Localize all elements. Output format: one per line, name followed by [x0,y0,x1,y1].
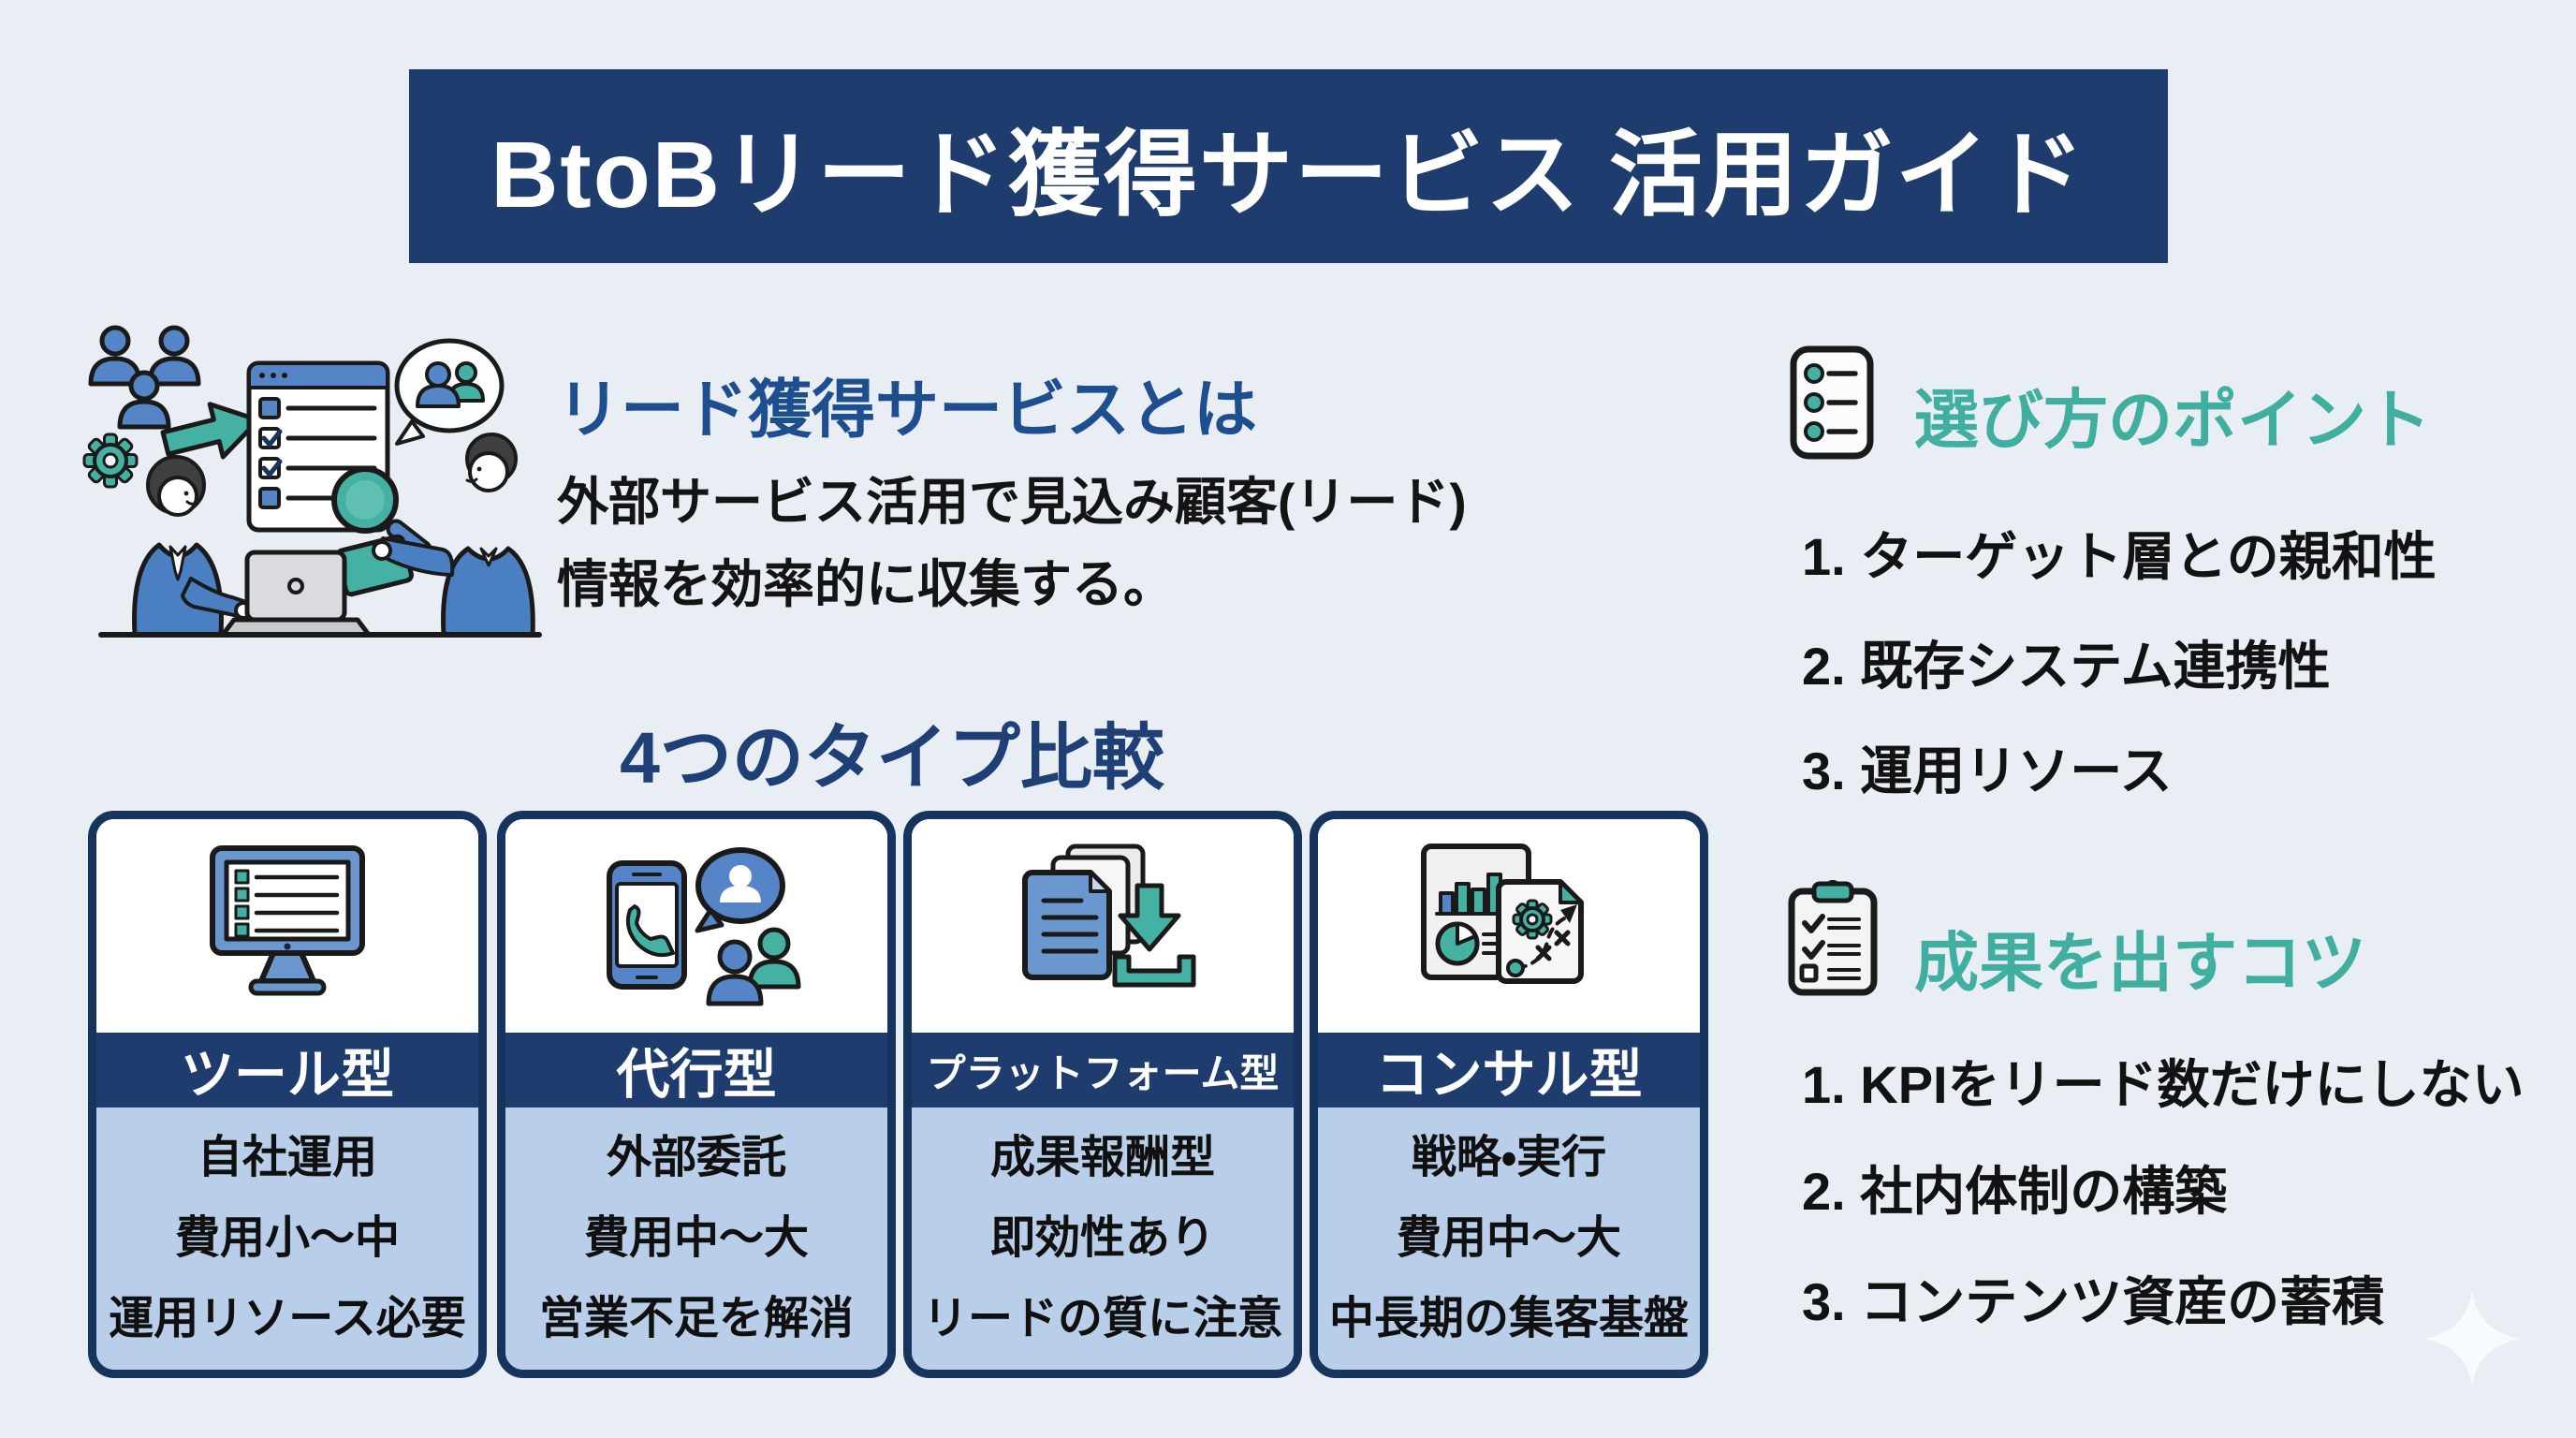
intro-body: 外部サービス活用で見込み顧客(リード) 情報を効率的に収集する。 [557,461,1467,625]
card-title: ツール型 [181,1045,394,1105]
card-feature-line: 自社運用 [197,1133,377,1182]
selection-point-item: 2. 既存システム連携性 [1802,637,2331,696]
card-title: 代行型 [616,1045,777,1105]
card-feature-line: 運用リソース必要 [109,1294,466,1343]
audience-group-icon [88,325,201,430]
card-title: コンサル型 [1375,1045,1643,1105]
selection-point-item: 1. ターゲット層との親和性 [1802,527,2437,586]
lead-generation-illustration [82,325,542,638]
page-title: BtoBリード獲得サービス 活用ガイド [490,123,2086,227]
card-feature-line: 営業不足を解消 [538,1294,854,1343]
success-tip-item: 3. コンテンツ資産の蓄積 [1802,1272,2385,1331]
type-card-consulting: コンサル型 戦略・実行 費用中〜大 中長期の集客基盤 [1310,811,1708,1378]
documents-download-icon [1022,844,1196,988]
success-tip-item: 1. KPIをリード数だけにしない [1802,1055,2525,1114]
card-feature-line: 成果報酬型 [989,1133,1215,1182]
type-card-agency: 代行型 外部委託 費用中〜大 営業不足を解消 [497,811,896,1378]
clipboard-icon [1788,880,1878,996]
phone-contact-icon [607,847,801,1006]
selection-point-item: 3. 運用リソース [1802,741,2173,800]
intro-body-line2: 情報を効率的に収集する。 [557,555,1176,613]
type-card-platform: プラットフォーム型 成果報酬型 即効性あり リードの質に注意 [903,811,1302,1378]
card-title-band: コンサル型 [1318,1033,1700,1108]
woman-figure [132,455,253,638]
card-feature-line: 中長期の集客基盤 [1328,1294,1689,1343]
speech-bubble-people-icon [394,338,505,446]
success-tip-item: 2. 社内体制の構築 [1802,1162,2228,1221]
laptop-icon [220,550,372,638]
card-icon-area [912,819,1294,1033]
card-feature-line: 戦略・実行 [1411,1133,1607,1182]
card-feature-line: 外部委託 [606,1133,786,1182]
card-body: 自社運用 費用小〜中 運用リソース必要 [96,1108,478,1370]
report-strategy-icon [1421,844,1584,984]
sparkle-icon [2423,1290,2521,1387]
card-icon-area [1318,819,1700,1033]
intro-heading: リード獲得サービスとは [557,374,1258,446]
checklist-icon [1790,345,1874,460]
card-feature-line: リードの質に注意 [922,1294,1282,1343]
card-feature-line: 即効性あり [989,1213,1215,1263]
card-feature-line: 費用中〜大 [1396,1213,1621,1263]
selection-points-heading: 選び方のポイント [1914,384,2431,456]
card-icon-area [96,819,478,1033]
man-figure [372,433,535,638]
monitor-checklist-icon [210,845,365,996]
type-card-tool: ツール型 自社運用 費用小〜中 運用リソース必要 [88,811,487,1378]
comparison-heading: 4つのタイプ比較 [620,718,1164,799]
arrow-right-icon [160,402,261,460]
card-title-band: ツール型 [96,1033,478,1108]
card-title-band: プラットフォーム型 [912,1033,1294,1108]
card-feature-line: 費用小〜中 [174,1213,400,1263]
card-body: 戦略・実行 費用中〜大 中長期の集客基盤 [1318,1108,1700,1370]
card-title-band: 代行型 [505,1033,887,1108]
card-body: 成果報酬型 即効性あり リードの質に注意 [912,1108,1294,1370]
card-body: 外部委託 費用中〜大 営業不足を解消 [505,1108,887,1370]
card-icon-area [505,819,887,1033]
gear-icon [82,433,139,489]
intro-body-line1: 外部サービス活用で見込み顧客(リード) [557,473,1467,531]
card-feature-line: 費用中〜大 [583,1213,809,1263]
success-tips-heading: 成果を出すコツ [1914,927,2366,999]
card-title: プラットフォーム型 [926,1050,1280,1095]
title-banner: BtoBリード獲得サービス 活用ガイド [409,69,2168,263]
